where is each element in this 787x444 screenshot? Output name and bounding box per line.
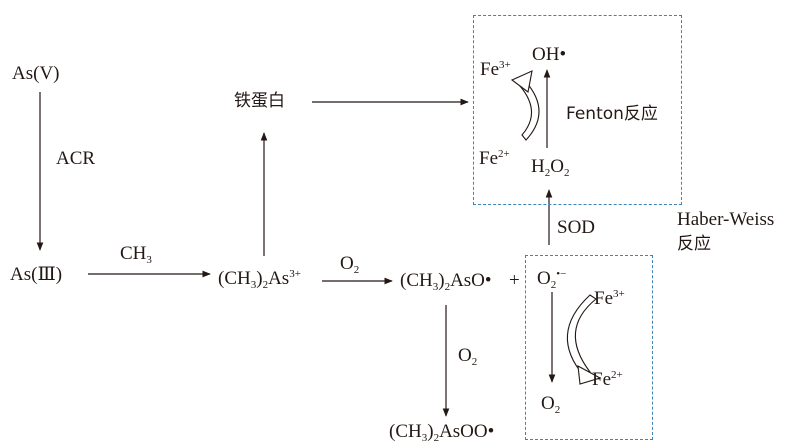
label-o2-b: O2 <box>458 345 478 368</box>
species-oh-radical: OH• <box>532 44 567 65</box>
haber-weiss-box <box>525 255 653 440</box>
label-sod: SOD <box>557 217 596 238</box>
label-haber-weiss-reaction: 反应 <box>677 234 711 254</box>
label-fenton: Fenton反应 <box>566 104 658 124</box>
curved-arrow-fe3-to-fe2-head <box>577 365 602 385</box>
species-as3: As(Ⅲ) <box>10 264 63 285</box>
label-ch3: CH3 <box>120 243 152 266</box>
curved-arrow-fe2-to-fe3-head <box>510 70 533 93</box>
species-iron-protein: 铁蛋白 <box>234 91 285 111</box>
species-h2o2: H2O2 <box>531 156 570 179</box>
species-dimethyl-asoo: (CH3)2AsOO• <box>389 421 495 444</box>
plus-sign: + <box>509 270 520 291</box>
curved-arrow-fe2-to-fe3 <box>519 81 540 141</box>
species-fe3-top: Fe3+ <box>480 59 511 80</box>
species-as5: As(V) <box>12 63 60 84</box>
label-o2-a: O2 <box>340 253 360 276</box>
label-acr: ACR <box>56 148 96 169</box>
species-superoxide: O2•− <box>537 268 567 291</box>
species-o2-bottom: O2 <box>541 393 561 416</box>
fenton-reaction-box <box>473 15 682 205</box>
species-fe2-top: Fe2+ <box>479 148 510 169</box>
label-haber-weiss: Haber-Weiss <box>677 209 775 230</box>
species-dimethyl-aso: (CH3)2AsO• <box>400 270 492 293</box>
species-dimethyl-as: (CH3)2As3+ <box>218 268 301 291</box>
species-fe3-bottom: Fe3+ <box>594 288 625 309</box>
species-fe2-bottom: Fe2+ <box>592 369 623 390</box>
